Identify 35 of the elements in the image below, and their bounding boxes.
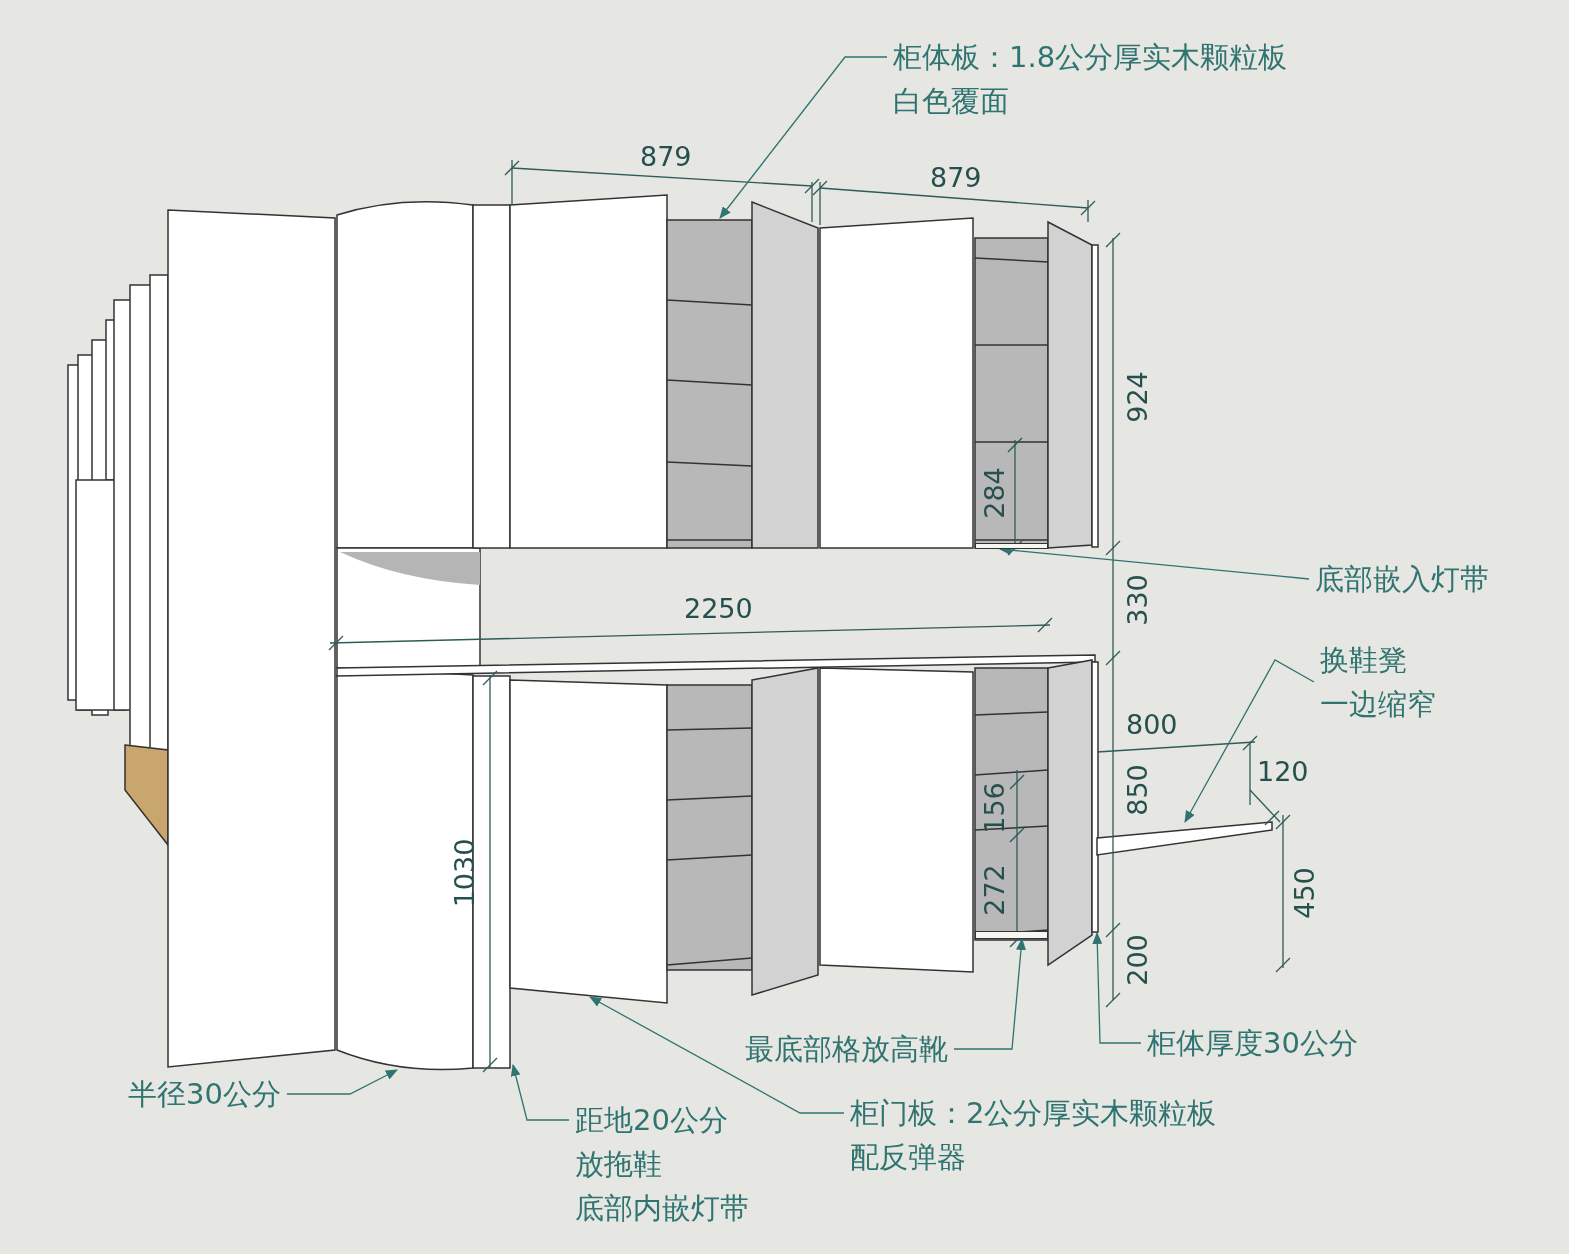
callout-text: 底部内嵌灯带 <box>575 1190 749 1227</box>
dimension-text: 200 <box>1123 934 1153 986</box>
dimension-text: 284 <box>980 467 1010 519</box>
leader-line <box>953 938 1026 1050</box>
callout-text: 距地20公分 <box>575 1102 728 1139</box>
dimension-text: 2250 <box>684 594 753 624</box>
callout-text: 白色覆面 <box>893 83 1009 120</box>
dimension-text: 924 <box>1123 371 1153 423</box>
callout-text: 最底部格放高靴 <box>745 1031 948 1068</box>
leader-line <box>510 1064 570 1121</box>
dimension-text: 156 <box>980 782 1010 834</box>
leader-line <box>1184 659 1315 823</box>
callout-text: 柜体厚度30公分 <box>1147 1025 1358 1062</box>
dimension-text: 120 <box>1257 757 1309 787</box>
callout-text: 柜体板：1.8公分厚实木颗粒板 <box>893 39 1288 76</box>
leader-line <box>286 1069 398 1095</box>
dimension-text: 450 <box>1290 867 1320 919</box>
callout-text: 半径30公分 <box>128 1076 281 1113</box>
dimension-text: 272 <box>980 864 1010 916</box>
dimension-text: 1030 <box>450 838 480 908</box>
dimension-text: 330 <box>1123 574 1153 626</box>
shelf <box>975 931 1048 939</box>
light-strip <box>975 543 1048 549</box>
leader-line <box>719 56 888 219</box>
callout-text: 换鞋凳一边缩窄 <box>1320 642 1437 723</box>
callout-text: 放拖鞋 <box>575 1146 662 1183</box>
callout-text: 柜门板：2公分厚实木颗粒板 <box>850 1095 1217 1132</box>
dimension-text: 879 <box>930 163 982 193</box>
callout-text: 配反弹器 <box>850 1139 966 1176</box>
dimension-text: 879 <box>640 142 692 172</box>
leader-line <box>1092 932 1142 1044</box>
dimension-text: 850 <box>1123 764 1153 816</box>
leader-line <box>589 996 845 1114</box>
callout-text: 底部嵌入灯带 <box>1315 561 1489 598</box>
dimension-text: 800 <box>1126 710 1178 740</box>
